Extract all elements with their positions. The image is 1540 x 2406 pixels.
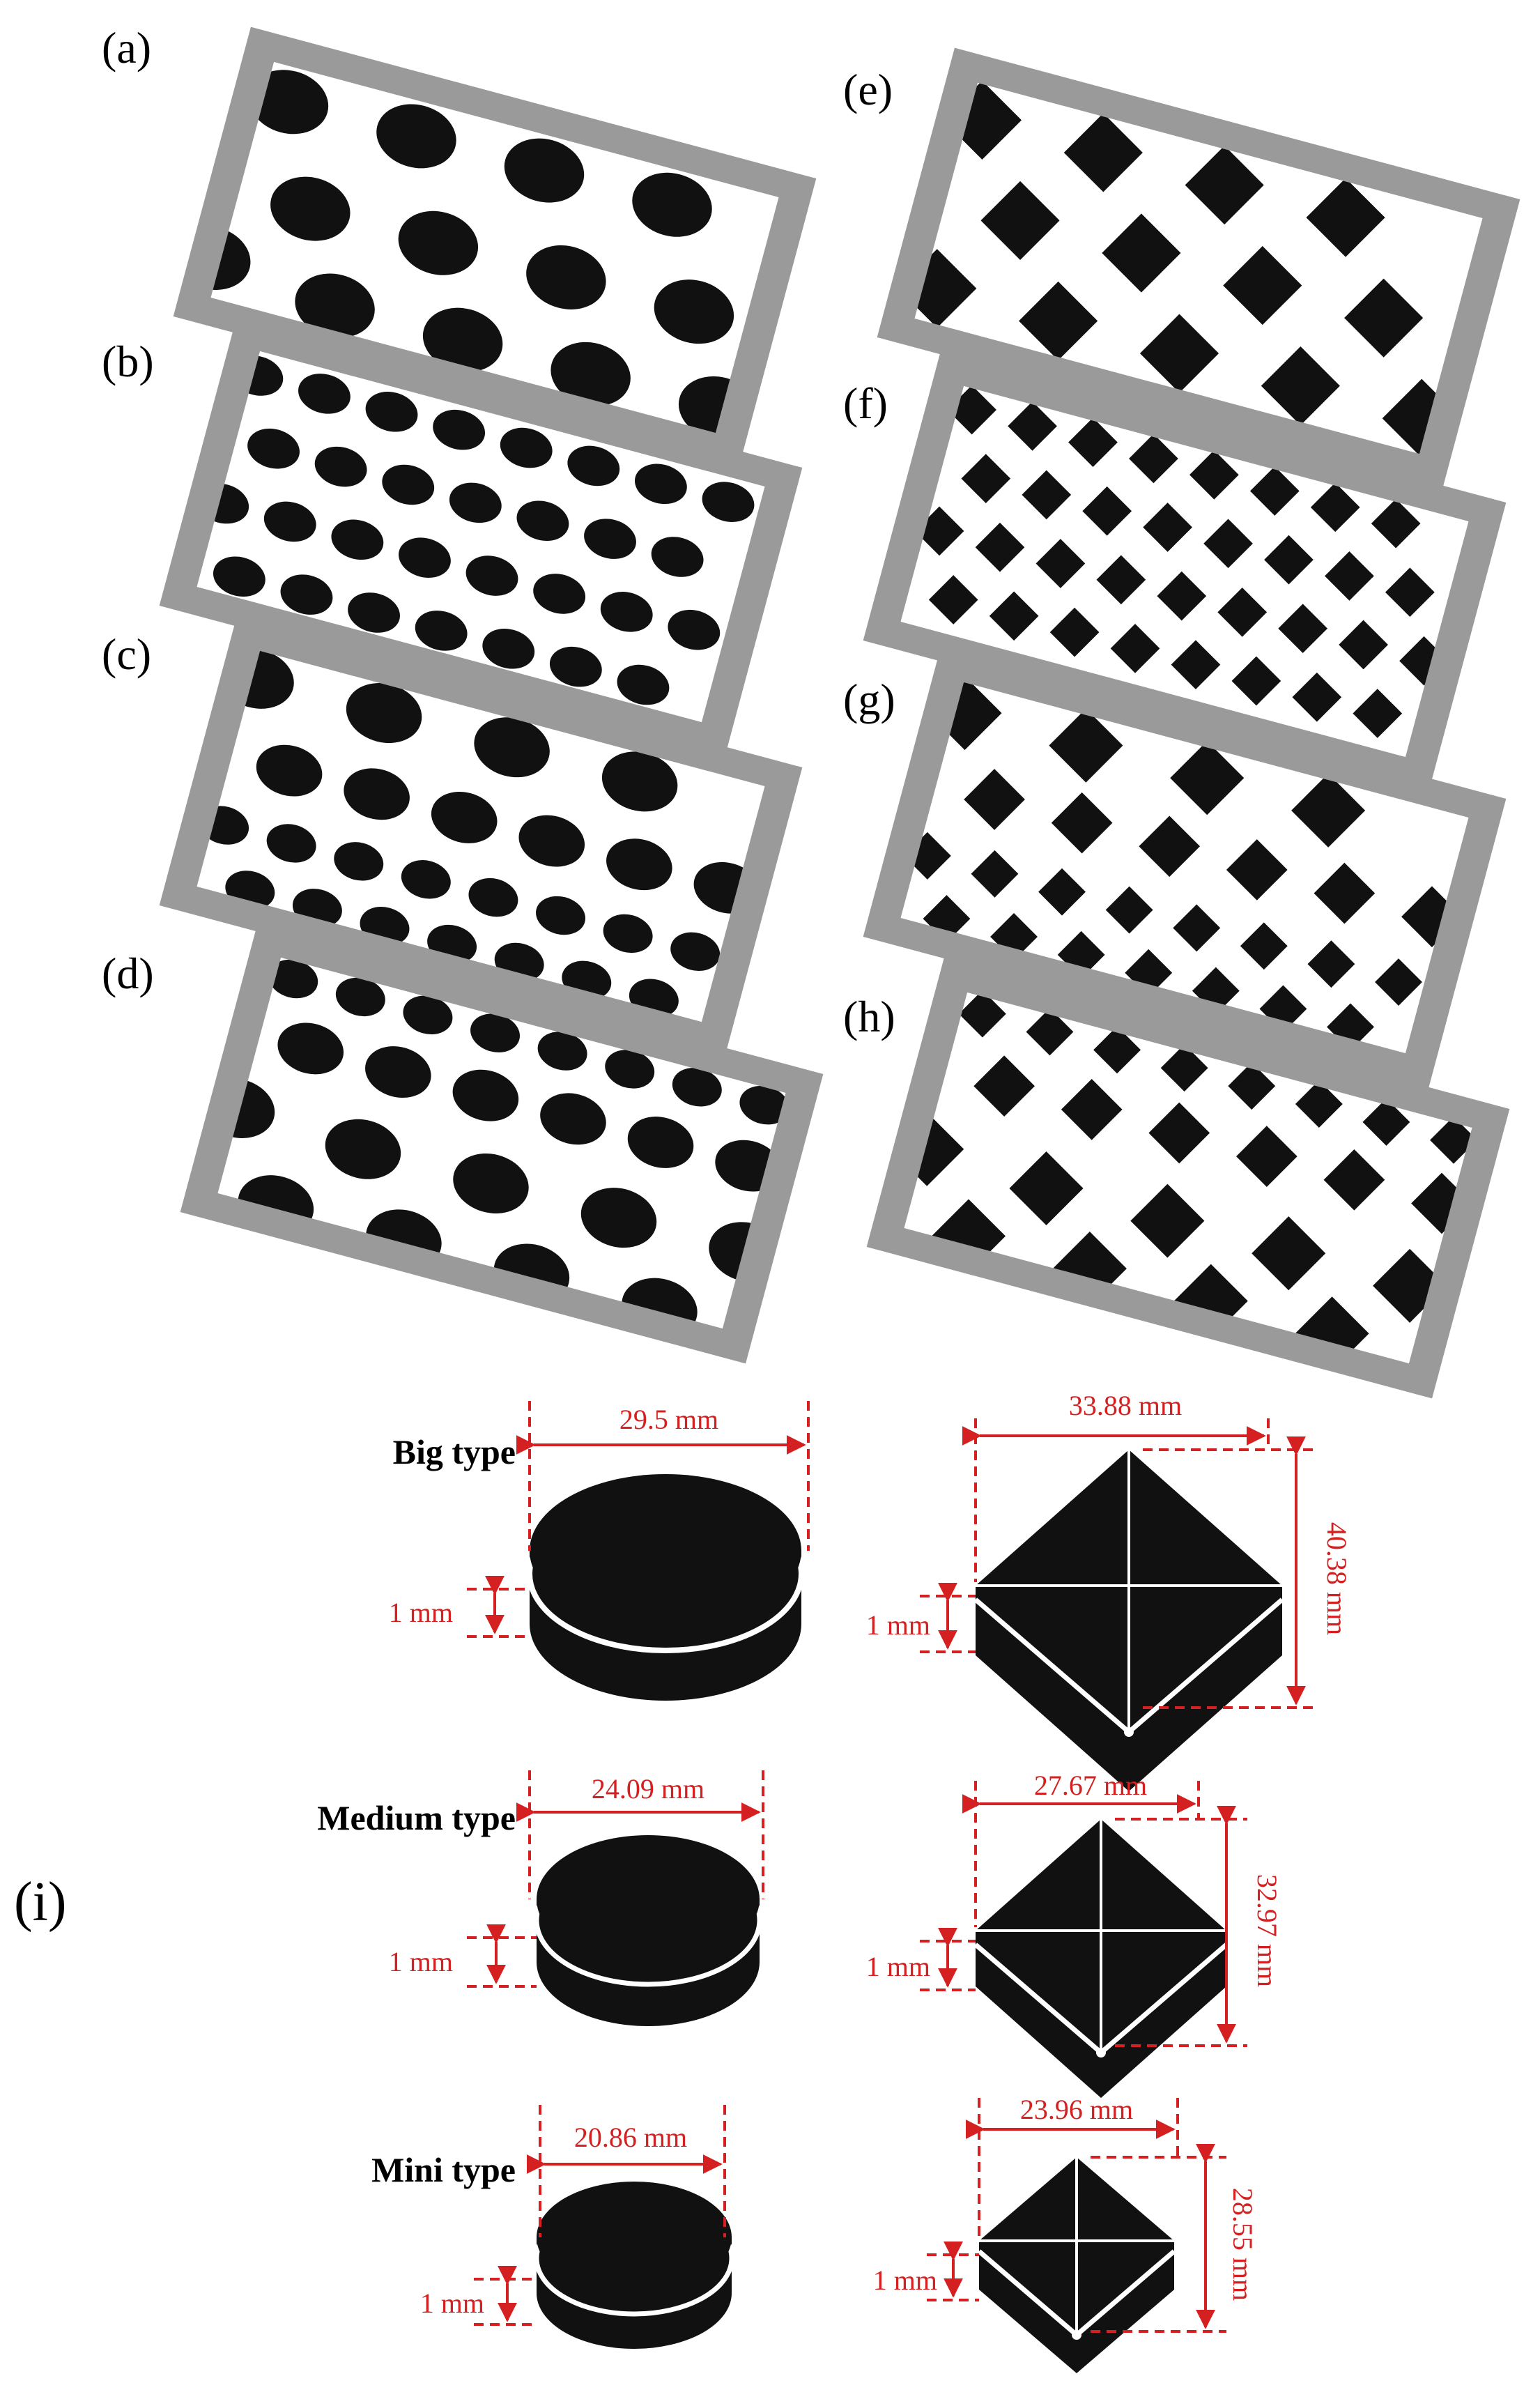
mini-square-piece: [977, 2157, 1176, 2373]
mini-square-width-label: 23.96 mm: [1020, 2094, 1133, 2125]
panel-label-b: (b): [102, 337, 154, 386]
plate-surface: [210, 61, 779, 434]
big-square-thickness-label: 1 mm: [866, 1609, 930, 1641]
medium-square-thickness-label: 1 mm: [866, 1951, 930, 1982]
type-label-medium: Medium type: [317, 1798, 516, 1837]
circle-pattern: [210, 70, 759, 434]
big-square-width-label: 33.88 mm: [1069, 1390, 1182, 1421]
big-circle-dimensions: [467, 1401, 810, 1638]
mini-circle-dimensions: [474, 2105, 726, 2326]
mini-square-dimensions: [927, 2098, 1226, 2333]
panel-label-e: (e): [843, 65, 893, 114]
mini-circle-piece: [534, 2182, 734, 2349]
panel-label-f: (f): [843, 378, 888, 428]
big-square-piece: [973, 1450, 1284, 1791]
medium-square-height-label: 32.97 mm: [1252, 1874, 1283, 1987]
type-label-big: Big type: [393, 1432, 516, 1471]
plate-h: [866, 957, 1510, 1399]
big-circle-piece: [527, 1474, 804, 1701]
mini-square-height-label: 28.55 mm: [1227, 2188, 1258, 2301]
medium-square-width-label: 27.67 mm: [1034, 1770, 1147, 1801]
mini-circle-thickness-label: 1 mm: [420, 2288, 484, 2319]
medium-square-dimensions: [920, 1781, 1247, 2047]
medium-circle-diameter-label: 24.09 mm: [592, 1773, 704, 1805]
plate-d: [180, 922, 824, 1364]
circle-pattern: [199, 650, 760, 1018]
big-square-dimensions: [920, 1418, 1317, 1709]
plate-g: [863, 647, 1507, 1089]
panel-label-g: (g): [843, 675, 895, 724]
medium-circle-dimensions: [467, 1770, 764, 1988]
mini-square-thickness-label: 1 mm: [873, 2265, 937, 2296]
big-circle-thickness-label: 1 mm: [389, 1597, 453, 1628]
big-square-height-label: 40.38 mm: [1321, 1522, 1353, 1635]
mini-circle-diameter-label: 20.86 mm: [574, 2122, 687, 2153]
circle-pattern: [197, 355, 755, 705]
panel-label-d: (d): [102, 949, 154, 998]
big-circle-diameter-label: 29.5 mm: [619, 1404, 718, 1435]
circle-pattern: [217, 959, 786, 1329]
medium-circle-piece: [534, 1835, 762, 2026]
panel-label-c: (c): [102, 629, 151, 679]
medium-square-piece: [973, 1819, 1229, 2098]
panel-label-a: (a): [102, 23, 151, 72]
medium-circle-thickness-label: 1 mm: [389, 1946, 453, 1977]
panel-label-i: (i): [14, 1871, 67, 1933]
type-label-mini: Mini type: [371, 2150, 516, 2189]
panel-label-h: (h): [843, 992, 895, 1041]
